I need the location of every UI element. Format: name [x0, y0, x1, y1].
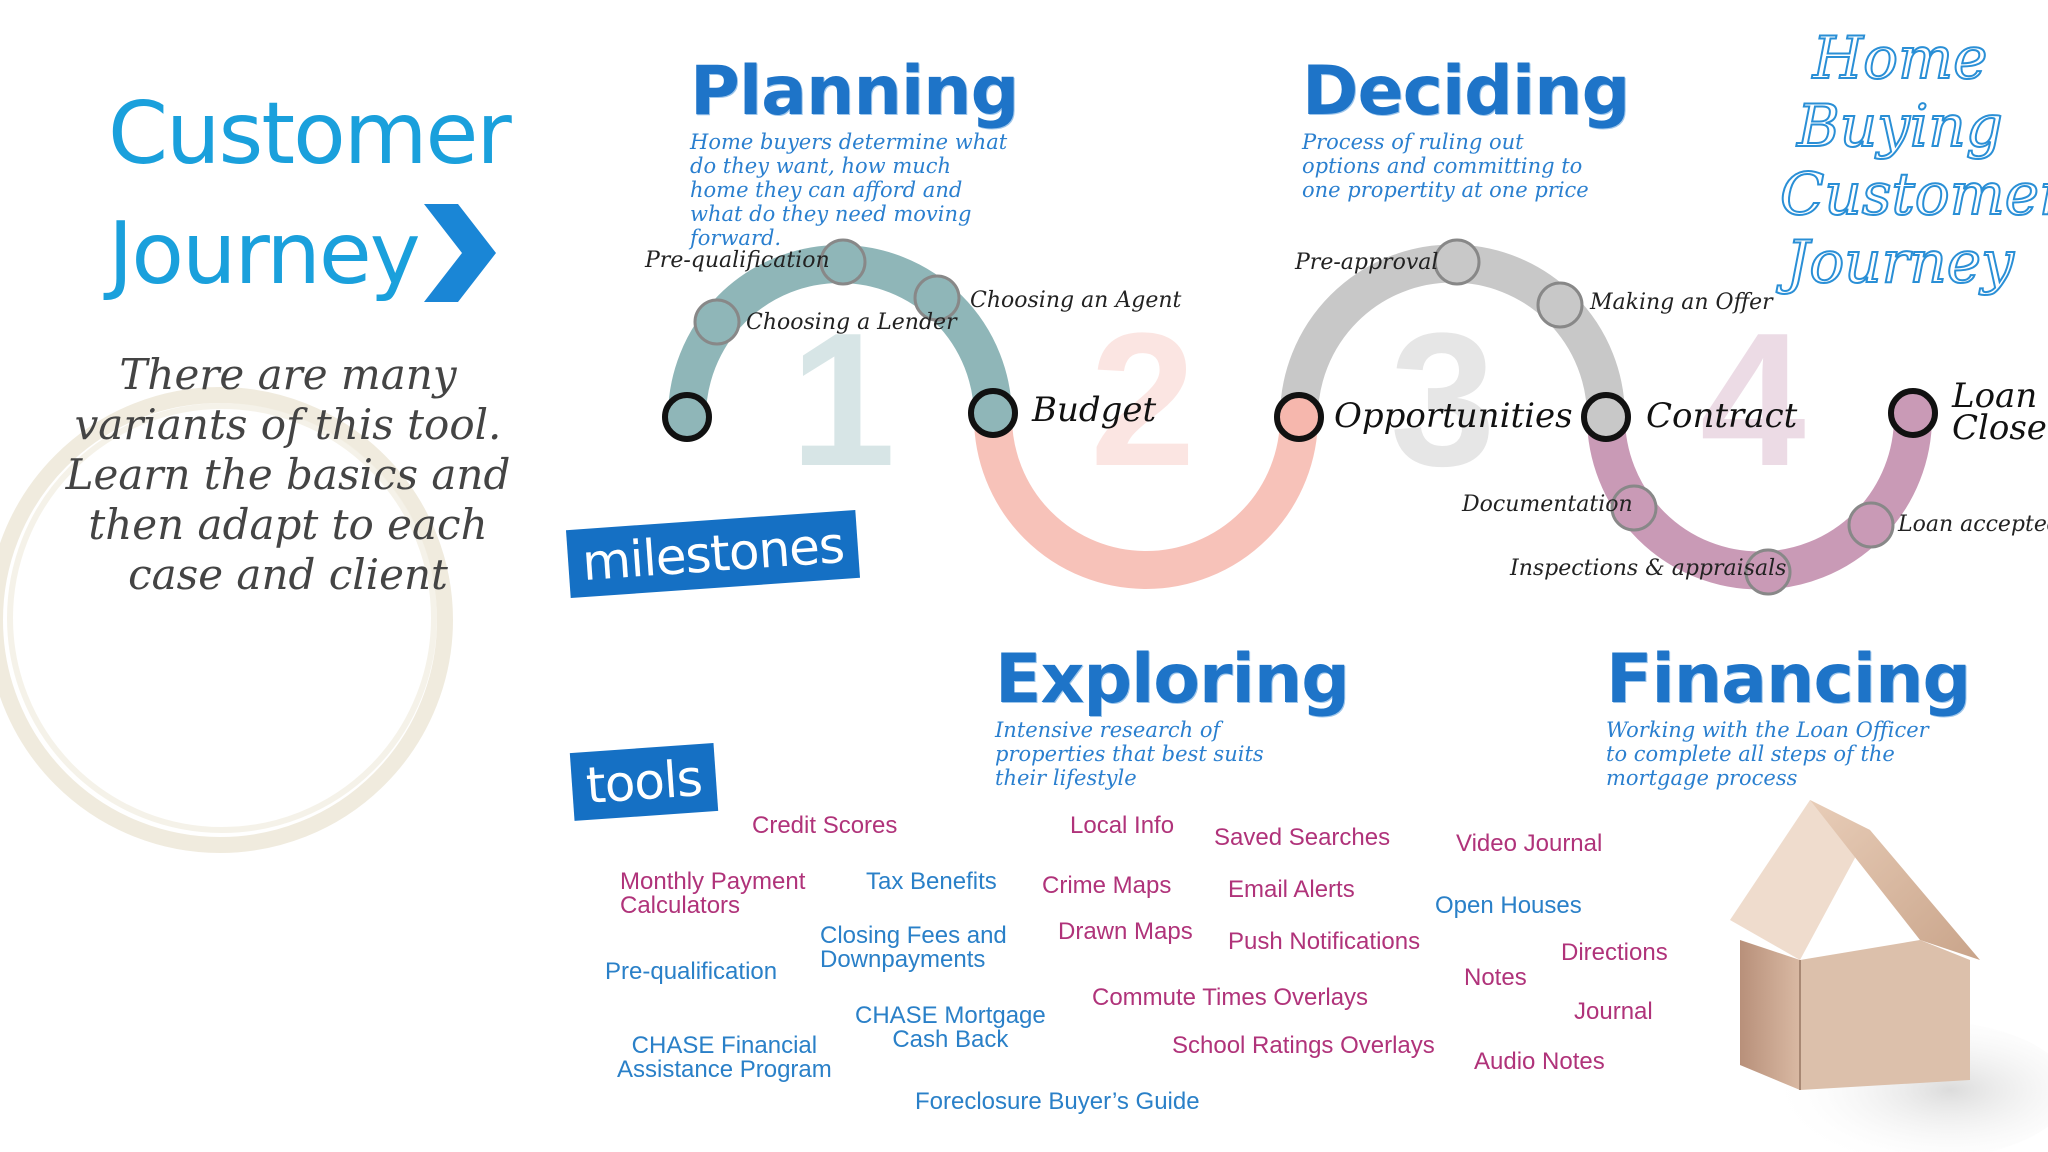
- tool-school-ratings: School Ratings Overlays: [1172, 1032, 1435, 1059]
- stage-number-3: 3: [1390, 294, 1496, 506]
- tool-open-houses: Open Houses: [1435, 892, 1582, 919]
- step-circle-inspections: [1744, 548, 1792, 596]
- intro-text: There are many variants of this tool. Le…: [65, 350, 511, 599]
- deciding-section: Deciding Process of ruling out options a…: [1302, 52, 1630, 203]
- tool-video-journal: Video Journal: [1456, 830, 1603, 857]
- step-circle-loan-accepted: [1847, 501, 1895, 549]
- tool-notes: Notes: [1464, 964, 1527, 991]
- label-choosing-lender: Choosing a Lender: [746, 310, 957, 335]
- label-loan-accepted: Loan accepted: [1898, 512, 2048, 537]
- financing-section: Financing Working with the Loan Officer …: [1606, 640, 1971, 791]
- tool-email-alerts: Email Alerts: [1228, 876, 1355, 903]
- label-opportunities: Opportunities: [1334, 396, 1573, 436]
- milestone-start-node: [662, 392, 712, 442]
- tool-tax-benefits: Tax Benefits: [866, 868, 997, 895]
- label-inspections: Inspections & appraisals: [1510, 556, 1787, 581]
- step-circle-preapproval: [1433, 238, 1481, 286]
- planning-description: Home buyers determine what do they want,…: [690, 130, 1008, 250]
- milestone-opportunities-node: [1274, 392, 1324, 442]
- tool-chase-mortgage: CHASE Mortgage Cash Back: [855, 1002, 1046, 1053]
- tool-prequalification: Pre-qualification: [605, 958, 778, 985]
- label-choosing-agent: Choosing an Agent: [970, 288, 1182, 313]
- planning-section: Planning Home buyers determine what do t…: [690, 52, 1019, 251]
- step-circle-agent: [913, 274, 961, 322]
- exploring-arc: [974, 416, 1318, 589]
- tool-closing-fees: Closing Fees and Downpayments: [820, 922, 1007, 973]
- tool-commute-times: Commute Times Overlays: [1092, 984, 1369, 1011]
- tool-audio-notes: Audio Notes: [1474, 1048, 1605, 1075]
- tool-credit-scores: Credit Scores: [752, 812, 898, 839]
- tool-chase-financial: CHASE Financial Assistance Program: [617, 1032, 832, 1083]
- tool-local-info: Local Info: [1070, 812, 1175, 839]
- tool-monthly-payment: Monthly Payment Calculators: [620, 868, 806, 919]
- milestone-contract-node: [1581, 392, 1631, 442]
- customer-journey-title: Customer Journey: [108, 74, 528, 314]
- stage-number-2: 2: [1090, 294, 1196, 506]
- deciding-description: Process of ruling out options and commit…: [1302, 130, 1589, 202]
- tool-journal: Journal: [1574, 998, 1653, 1025]
- label-contract: Contract: [1646, 396, 1798, 436]
- financing-description: Working with the Loan Officer to complet…: [1606, 718, 1929, 790]
- tool-crime-maps: Crime Maps: [1042, 872, 1172, 899]
- title-line-2: Journey: [108, 204, 421, 304]
- step-circle-prequal: [819, 238, 867, 286]
- stage-number-4: 4: [1700, 294, 1806, 506]
- label-making-offer: Making an Offer: [1590, 290, 1773, 315]
- label-budget: Budget: [1032, 390, 1157, 430]
- coffee-ring-decoration: [0, 387, 453, 853]
- milestone-loan-close-node: [1888, 388, 1938, 438]
- wooden-house-illustration: [1730, 800, 2048, 1152]
- home-title-line-3: Customer: [1779, 159, 2048, 229]
- milestone-budget-node: [968, 388, 1018, 438]
- home-title-line-2: Buying: [1796, 91, 2004, 161]
- tool-foreclosure-guide: Foreclosure Buyer’s Guide: [915, 1088, 1200, 1115]
- home-buying-title: Home Buying Customer Journey: [1779, 23, 2048, 297]
- tool-push-notifications: Push Notifications: [1228, 928, 1421, 955]
- financing-title: Financing: [1606, 640, 1971, 719]
- label-preapproval: Pre-approval: [1295, 250, 1439, 275]
- deciding-title: Deciding: [1302, 52, 1630, 131]
- title-line-1: Customer: [108, 84, 512, 184]
- exploring-section: Exploring Intensive research of properti…: [995, 640, 1350, 791]
- planning-title: Planning: [690, 52, 1019, 131]
- home-title-line-1: Home: [1812, 23, 1989, 93]
- label-prequalification: Pre-qualification: [645, 248, 830, 273]
- label-loan-close: Loan Close: [1952, 376, 2047, 448]
- step-circle-lender: [693, 298, 741, 346]
- tool-directions: Directions: [1561, 939, 1668, 966]
- tool-drawn-maps: Drawn Maps: [1058, 918, 1193, 945]
- home-title-line-4: Journey: [1785, 227, 2015, 297]
- stage-number-1: 1: [790, 294, 896, 506]
- label-documentation: Documentation: [1462, 492, 1633, 517]
- step-circle-documentation: [1610, 484, 1658, 532]
- exploring-title: Exploring: [995, 640, 1350, 719]
- exploring-description: Intensive research of properties that be…: [995, 718, 1264, 790]
- tool-saved-searches: Saved Searches: [1214, 824, 1391, 851]
- chevron-right-icon: [424, 204, 496, 302]
- step-circle-offer: [1536, 281, 1584, 329]
